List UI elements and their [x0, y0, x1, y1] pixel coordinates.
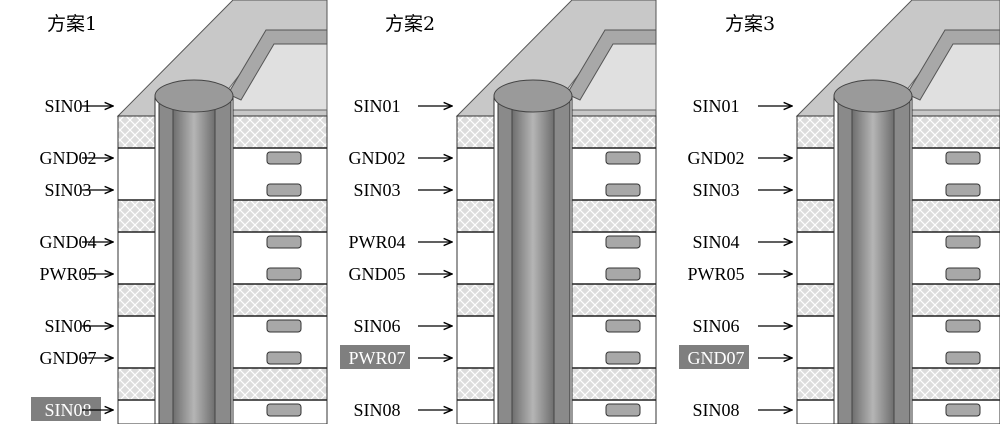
copper-pad	[605, 235, 641, 249]
scheme-title: 方案3	[725, 13, 775, 35]
layer-label: PWR04	[348, 232, 405, 252]
copper-pad	[945, 319, 981, 333]
copper-pad	[945, 403, 981, 417]
layer-label: SIN01	[353, 96, 400, 116]
layer-label: GND04	[40, 232, 97, 252]
via-top-cap	[833, 79, 913, 113]
layer-label: SIN08	[353, 400, 400, 420]
layer-label: PWR05	[687, 264, 744, 284]
scheme-panel-1: 方案1SIN01GND02SIN03GND04PWR05SIN06GND07SI…	[31, 0, 328, 424]
layer-label: SIN06	[44, 316, 91, 336]
layer-label: GND07	[40, 348, 97, 368]
via-top-cap	[493, 79, 573, 113]
layer-label: GND02	[40, 148, 97, 168]
copper-pad	[266, 319, 302, 333]
layer-label: SIN03	[692, 180, 739, 200]
scheme-title: 方案2	[385, 13, 435, 35]
layer-label: GND07	[688, 348, 745, 368]
copper-pad	[945, 151, 981, 165]
copper-pad	[605, 151, 641, 165]
layer-label: PWR07	[348, 348, 405, 368]
layer-label: GND02	[349, 148, 406, 168]
highlight-box	[31, 397, 101, 421]
copper-pad	[945, 235, 981, 249]
via-top-cap	[154, 79, 234, 113]
top-trace	[227, 29, 328, 101]
copper-pad	[945, 351, 981, 365]
layer-label: SIN04	[692, 232, 739, 252]
copper-pad	[605, 183, 641, 197]
copper-pad	[266, 151, 302, 165]
layer-label: SIN08	[692, 400, 739, 420]
copper-pad	[266, 183, 302, 197]
layer-label: PWR05	[39, 264, 96, 284]
layer-label: SIN03	[353, 180, 400, 200]
layer-label: SIN06	[692, 316, 739, 336]
layer-label: SIN06	[353, 316, 400, 336]
copper-pad	[266, 235, 302, 249]
top-trace	[566, 29, 657, 101]
via-barrel	[511, 95, 555, 424]
copper-pad	[605, 319, 641, 333]
copper-pad	[945, 267, 981, 281]
copper-pad	[266, 403, 302, 417]
copper-pad	[266, 267, 302, 281]
highlight-box	[679, 345, 749, 369]
copper-pad	[945, 183, 981, 197]
copper-pad	[605, 403, 641, 417]
via-barrel	[172, 95, 216, 424]
layer-label: GND05	[349, 264, 406, 284]
scheme-title: 方案1	[47, 13, 97, 35]
layer-label: GND02	[688, 148, 745, 168]
layer-label: SIN08	[44, 400, 91, 420]
via-barrel	[851, 95, 895, 424]
top-trace	[906, 29, 1000, 101]
layer-label: SIN01	[692, 96, 739, 116]
highlight-box	[340, 345, 410, 369]
copper-pad	[605, 267, 641, 281]
layer-label: SIN01	[44, 96, 91, 116]
layer-label: SIN03	[44, 180, 91, 200]
scheme-panel-3: 方案3SIN01GND02SIN03SIN04PWR05SIN06GND07SI…	[679, 0, 1000, 424]
copper-pad	[605, 351, 641, 365]
copper-pad	[266, 351, 302, 365]
scheme-panel-2: 方案2SIN01GND02SIN03PWR04GND05SIN06PWR07SI…	[340, 0, 657, 424]
